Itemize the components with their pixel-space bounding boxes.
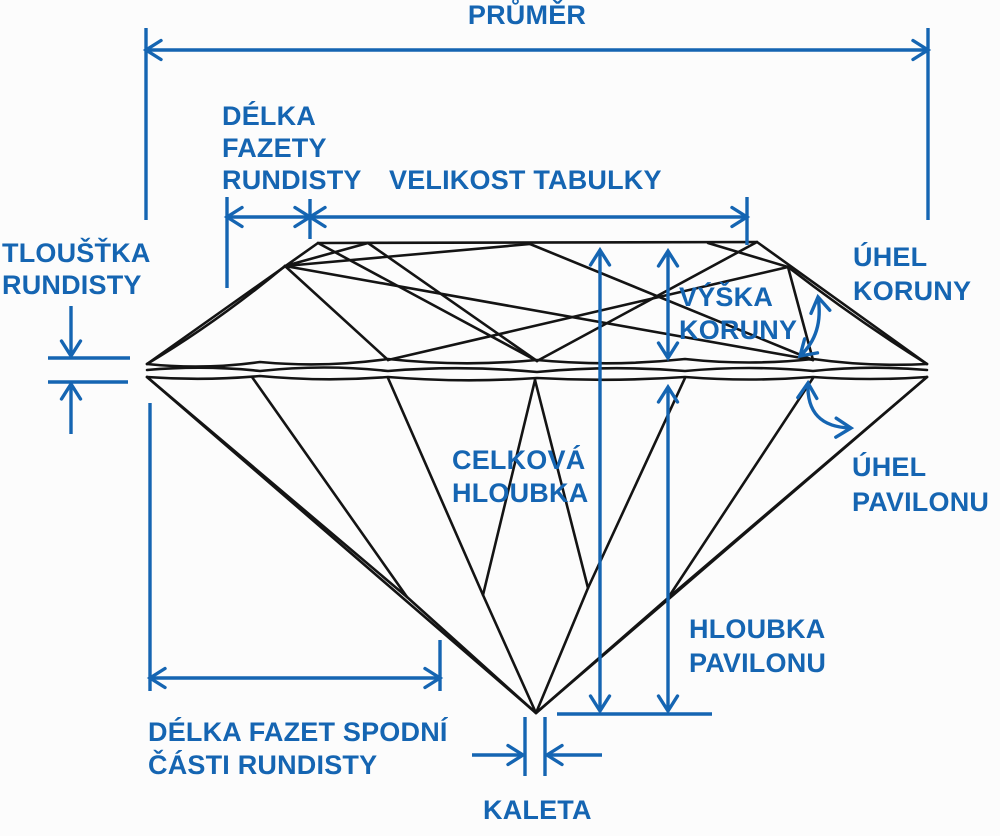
crown-diagonal-left-corner: [316, 241, 539, 363]
pavilion-main-kite-left: [481, 378, 538, 715]
lower-girdle-right-a: [666, 375, 929, 600]
label-uhel-pavilonu-line1: ÚHEL: [852, 451, 926, 482]
crown-diagonal-t1: [366, 241, 539, 363]
pavilion-main-kite-right: [533, 378, 590, 715]
label-celkova-hloubka-line1: CELKOVÁ: [452, 444, 585, 475]
label-delka-fazet-spodni-line2: ČÁSTI RUNDISTY: [148, 749, 377, 780]
crown-long-facet-a: [283, 264, 815, 362]
diamond-wireframe: [145, 240, 929, 715]
crown-angle-arc: [797, 293, 832, 359]
label-kaleta: KALETA: [483, 795, 592, 825]
label-uhel-koruny-line2: KORUNY: [853, 276, 971, 306]
girdle-top-edge: [145, 357, 929, 368]
crown-long-facet-b: [386, 265, 790, 362]
label-vyska-koruny-line2: KORUNY: [679, 315, 797, 345]
crown-sliver-right: [786, 265, 929, 366]
label-tloustka-rundisty-line2: RUNDISTY: [2, 270, 142, 300]
label-uhel-koruny-line1: ÚHEL: [853, 241, 927, 272]
lower-girdle-steep-right: [586, 376, 687, 590]
lower-girdle-right-to-culet: [534, 596, 670, 715]
girdle-bottom-edge: [145, 374, 929, 382]
label-prumer: PRŮMĚR: [468, 0, 586, 30]
labels: PRŮMĚR DÉLKA FAZETY RUNDISTY VELIKOST TA…: [2, 0, 989, 825]
bezel-edge-left: [283, 264, 390, 362]
girdle-middle-seam: [145, 366, 929, 374]
label-delka-fazety-rundisty-line1: DÉLKA: [222, 100, 316, 131]
label-vyska-koruny-line1: VÝŠKA: [679, 281, 773, 312]
lower-girdle-steep-left: [386, 376, 485, 597]
label-delka-fazety-rundisty-line3: RUNDISTY: [222, 165, 362, 195]
label-tloustka-rundisty-line1: TLOUŠŤKA: [2, 237, 151, 268]
label-hloubka-pavilonu-line2: PAVILONU: [689, 648, 826, 678]
label-delka-fazety-rundisty-line2: FAZETY: [222, 133, 327, 163]
crown-shallow-t2-left: [283, 242, 532, 268]
label-celkova-hloubka-line2: HLOUBKA: [452, 478, 588, 508]
star-facet-right: [706, 241, 790, 269]
crown-diagonal-right-corner: [535, 240, 759, 363]
crown-sliver-left: [145, 264, 287, 366]
star-facet-left: [283, 241, 370, 268]
crown-outline-and-table: [145, 240, 929, 366]
lower-girdle-left-b: [250, 375, 409, 599]
lower-girdle-left-a: [145, 375, 409, 599]
lower-girdle-left-to-culet: [405, 595, 538, 715]
label-delka-fazet-spodni-line1: DÉLKA FAZET SPODNÍ: [148, 716, 449, 747]
label-velikost-tabulky: VELIKOST TABULKY: [389, 165, 662, 195]
pavilion-angle-arc: [796, 379, 855, 439]
measurement-annotations: [48, 28, 932, 776]
label-uhel-pavilonu-line2: PAVILONU: [852, 487, 989, 517]
lower-girdle-right-b: [666, 376, 815, 600]
label-hloubka-pavilonu-line1: HLOUBKA: [689, 614, 825, 644]
